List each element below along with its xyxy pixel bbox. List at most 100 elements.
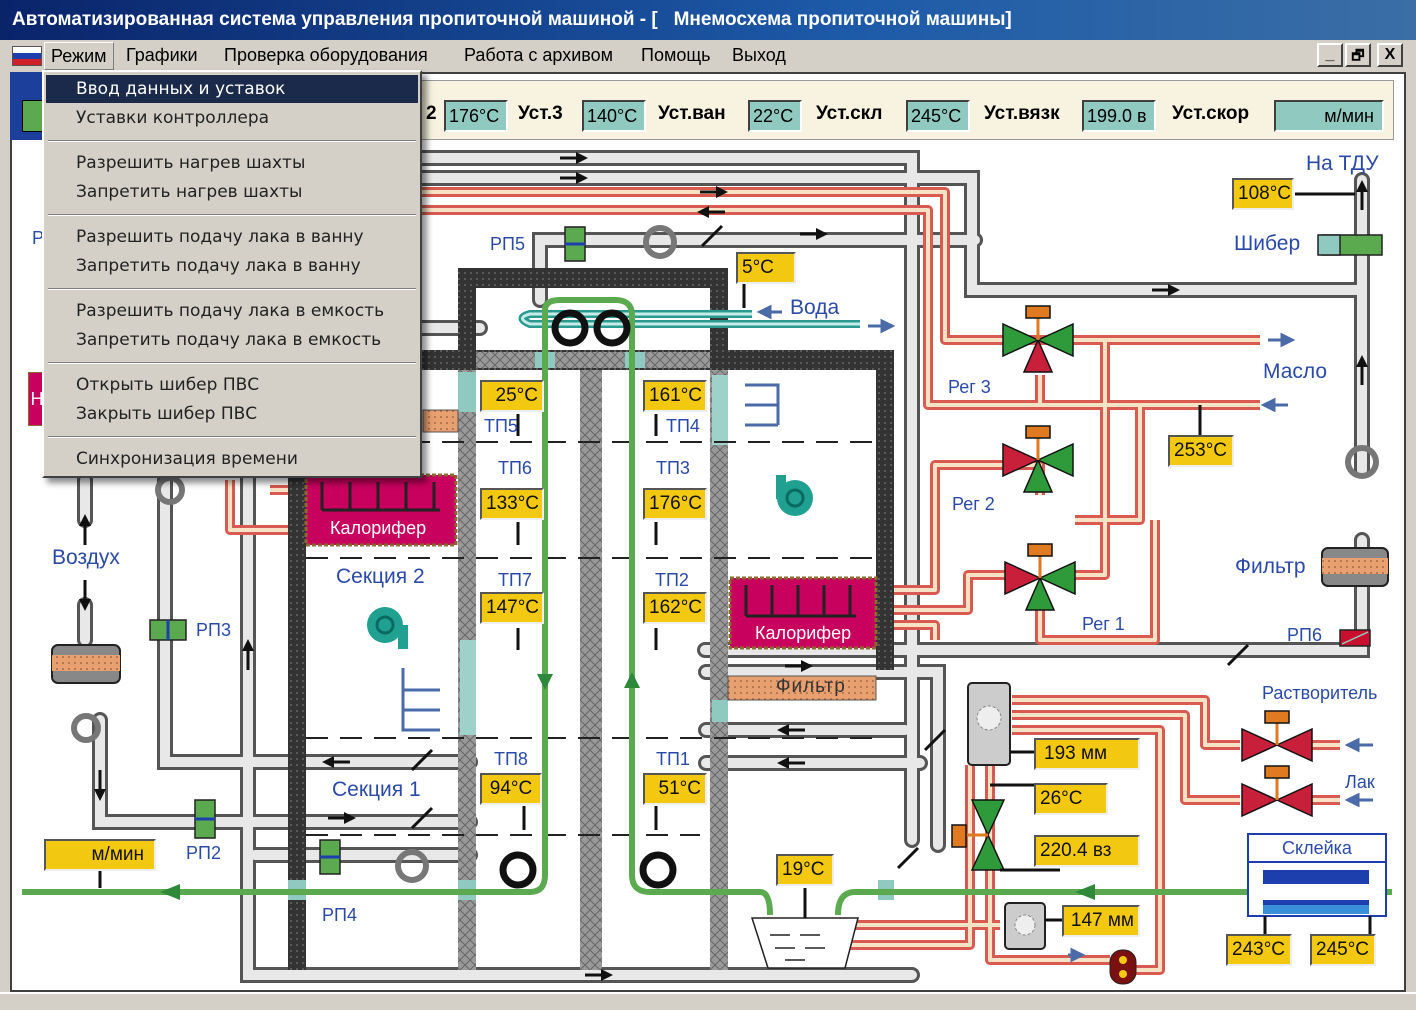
menu-item-allow-lak-tank[interactable]: Разрешить подачу лака в емкость xyxy=(76,301,385,321)
label-reg1: Рег 1 xyxy=(1082,614,1125,634)
restore-button[interactable]: 🗗 xyxy=(1345,43,1371,67)
label-rp4: РП4 xyxy=(322,905,357,925)
readout-glue-temp-2: 245°C xyxy=(1310,934,1376,966)
three-way-valves xyxy=(951,305,1313,871)
filter-middle-label: Фильтр xyxy=(776,676,846,697)
label-tp8: ТП8 xyxy=(494,749,528,769)
status-bar xyxy=(0,992,1416,1010)
readout-tp7: 147°C xyxy=(480,592,544,624)
label-tp3: ТП3 xyxy=(656,458,690,478)
setpoint-3-label: Уст.3 xyxy=(518,103,563,124)
setpoint-speed-field[interactable]: м/мин xyxy=(1274,100,1384,132)
readout-tp5: 25°C xyxy=(480,380,544,412)
menu-bar: Режим Графики Проверка оборудования Рабо… xyxy=(0,40,1416,70)
readout-lak-temp: 26°C xyxy=(1034,783,1108,815)
menu-rezhim[interactable]: Режим xyxy=(44,42,114,70)
label-maslo: Масло xyxy=(1263,360,1328,383)
water-coil xyxy=(518,310,860,328)
menu-item-data-entry[interactable]: Ввод данных и уставок xyxy=(46,75,418,103)
setpoint-2-label: 2 xyxy=(426,103,437,124)
label-tp1: ТП1 xyxy=(656,749,690,769)
dampers xyxy=(410,224,1250,870)
russian-flag-icon xyxy=(12,46,42,66)
heater-right-label: Калорифер xyxy=(755,623,852,643)
readout-tp8: 94°C xyxy=(480,773,542,805)
label-rp2: РП2 xyxy=(186,843,221,863)
readout-tp4: 161°C xyxy=(643,380,707,412)
menu-item-time-sync[interactable]: Синхронизация времени xyxy=(76,449,298,469)
rezhim-dropdown-menu: Ввод данных и уставок Уставки контроллер… xyxy=(42,70,422,478)
readout-level-2: 147 мм xyxy=(1062,905,1140,937)
heater-left xyxy=(304,473,458,547)
pumps xyxy=(71,225,1379,985)
label-tp6: ТП6 xyxy=(498,458,532,478)
menu-item-close-pvs-damper[interactable]: Закрыть шибер ПВС xyxy=(76,404,258,424)
readout-viscosity: 220.4 вз xyxy=(1034,835,1140,867)
label-rastvoritel: Растворитель xyxy=(1262,683,1378,703)
menu-item-forbid-shaft-heating[interactable]: Запретить нагрев шахты xyxy=(76,182,303,202)
close-button[interactable]: X xyxy=(1377,43,1403,67)
label-rp6: РП6 xyxy=(1287,625,1322,645)
gluing-unit xyxy=(1247,833,1387,917)
label-tp7: ТП7 xyxy=(498,570,532,590)
label-reg2: Рег 2 xyxy=(952,494,995,514)
menu-item-allow-lak-bath[interactable]: Разрешить подачу лака в ванну xyxy=(76,227,364,247)
label-vozduh: Воздух xyxy=(52,546,120,569)
menu-vyhod[interactable]: Выход xyxy=(732,45,786,65)
web-path xyxy=(22,297,1392,916)
label-tp4: ТП4 xyxy=(666,416,700,436)
label-voda: Вода xyxy=(790,296,840,319)
label-sekciya2: Секция 2 xyxy=(336,565,425,588)
setpoint-viscosity-field[interactable]: 199.0 в xyxy=(1082,100,1156,132)
readout-glue-temp-1: 243°C xyxy=(1226,934,1292,966)
label-rp3: РП3 xyxy=(196,620,231,640)
menu-item-open-pvs-damper[interactable]: Открыть шибер ПВС xyxy=(76,375,260,395)
window-title: Автоматизированная система управления пр… xyxy=(0,0,1416,40)
sensor-leads xyxy=(98,192,1372,934)
partial-heater-block: Н xyxy=(28,372,46,426)
label-reg3: Рег 3 xyxy=(948,377,991,397)
menu-item-forbid-lak-tank[interactable]: Запретить подачу лака в емкость xyxy=(76,330,382,350)
fans xyxy=(367,475,813,649)
label-skleika: Склейка xyxy=(1282,838,1352,858)
air-flow-arrows xyxy=(401,304,1373,963)
readout-tp3: 176°C xyxy=(643,488,707,520)
readout-tdu-temp: 108°C xyxy=(1232,178,1294,210)
setpoint-2-field[interactable]: 176°C xyxy=(444,100,508,132)
rollers xyxy=(499,309,677,889)
label-shiber: Шибер xyxy=(1234,232,1301,255)
readout-oil-temp: 253°C xyxy=(1168,435,1234,467)
label-tp2: ТП2 xyxy=(655,570,689,590)
menu-grafiki[interactable]: Графики xyxy=(126,45,198,65)
setpoint-bath-field[interactable]: 22°C xyxy=(748,100,802,132)
impregnation-bath xyxy=(750,917,859,969)
readout-tp2: 162°C xyxy=(643,592,707,624)
chamber-walls xyxy=(288,268,894,970)
setpoint-speed-label: Уст.скор xyxy=(1172,103,1250,124)
setpoint-bath-label: Уст.ван xyxy=(658,103,726,124)
menu-proverka[interactable]: Проверка оборудования xyxy=(224,45,428,65)
setpoint-viscosity-label: Уст.вязк xyxy=(984,103,1060,124)
menu-pomosch[interactable]: Помощь xyxy=(641,45,711,65)
heater-left-label: Калорифер xyxy=(330,518,427,538)
readout-tp1: 51°C xyxy=(643,773,707,805)
menu-separator xyxy=(48,288,416,290)
minimize-button[interactable]: _ xyxy=(1317,43,1343,67)
menu-separator xyxy=(48,362,416,364)
menu-item-controller-setpoints[interactable]: Уставки контроллера xyxy=(76,108,270,128)
menu-arhiv[interactable]: Работа с архивом xyxy=(464,45,614,65)
setpoint-glue-label: Уст.скл xyxy=(816,103,883,124)
menu-item-allow-shaft-heating[interactable]: Разрешить нагрев шахты xyxy=(76,153,306,173)
label-lak: Лак xyxy=(1345,772,1375,792)
menu-item-forbid-lak-bath[interactable]: Запретить подачу лака в ванну xyxy=(76,256,361,276)
menu-separator xyxy=(48,140,416,142)
section-dividers xyxy=(306,441,876,836)
label-na-tdu: На ТДУ xyxy=(1306,152,1379,175)
setpoint-glue-field[interactable]: 245°C xyxy=(906,100,970,132)
label-sekciya1: Секция 1 xyxy=(332,778,421,801)
setpoint-3-field[interactable]: 140°C xyxy=(582,100,646,132)
label-filtr-right: Фильтр xyxy=(1235,555,1306,578)
readout-speed: м/мин xyxy=(44,839,156,871)
readout-water-temp: 5°C xyxy=(736,252,796,284)
